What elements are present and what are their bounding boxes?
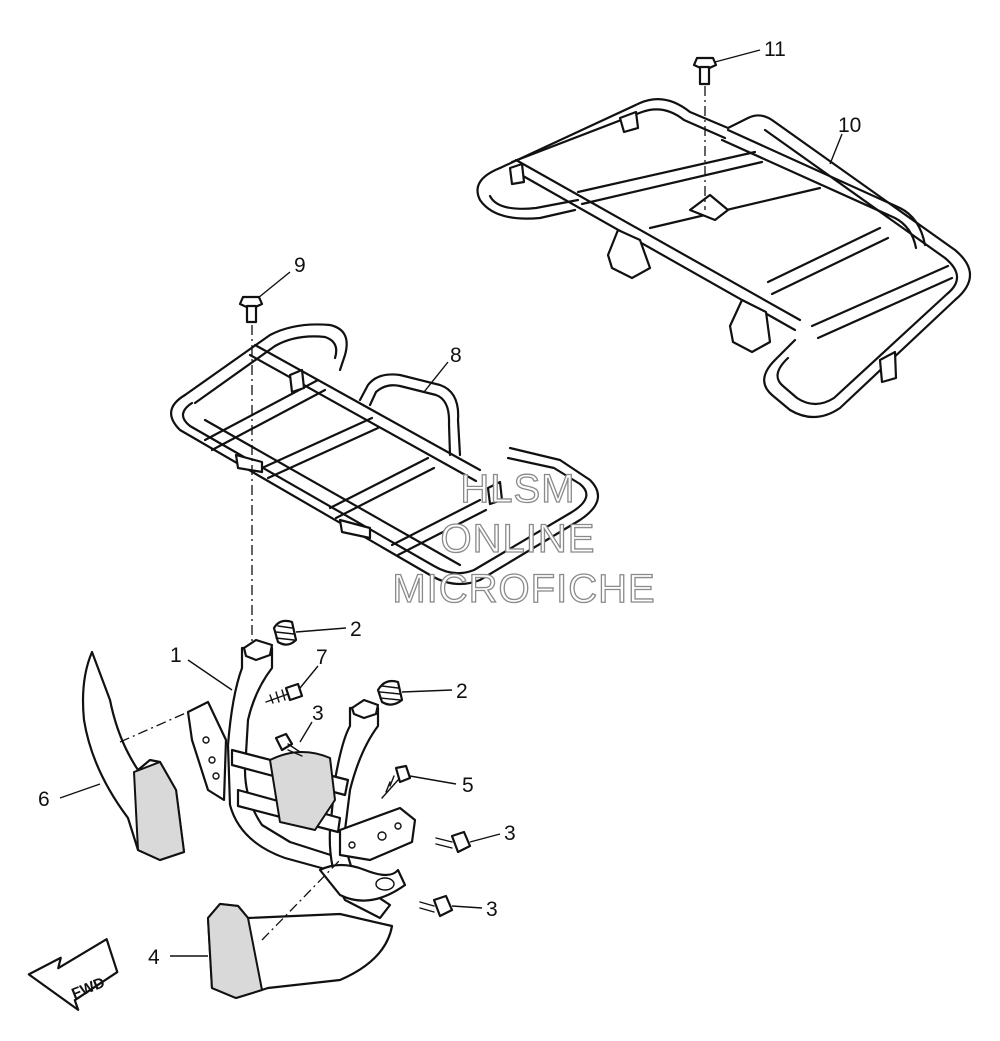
leader-lines [59,49,843,957]
bolt-part-3-middle[interactable] [435,830,472,854]
watermark-line-3: MICROFICHE [392,567,655,611]
callout-6: 6 [38,788,50,811]
front-carrier-part-8[interactable] [170,323,600,586]
callout-1: 1 [170,644,182,667]
callout-10: 10 [838,114,861,137]
grommet-part-2-upper[interactable] [272,619,298,646]
callout-3-middle: 3 [504,822,516,845]
rear-carrier-part-10[interactable] [476,98,971,419]
callout-2-upper: 2 [350,618,362,641]
side-guard-part-6[interactable] [81,650,189,862]
screw-part-7[interactable] [265,682,304,704]
callout-7: 7 [316,646,328,669]
callout-3-upper: 3 [312,702,324,725]
bolt-part-3-lower[interactable] [419,894,454,918]
watermark-line-2: ONLINE [441,517,596,561]
grommet-part-2-lower[interactable] [376,679,404,706]
callout-2-lower: 2 [456,680,468,703]
watermark: HLSM ONLINE MICROFICHE [392,466,656,611]
front-guard-part-1[interactable] [186,638,417,920]
front-guard-part-4[interactable] [206,859,394,1000]
bolt-part-3-upper[interactable] [274,732,303,757]
watermark-line-1: HLSM [460,467,575,511]
callout-9: 9 [294,254,306,277]
forward-direction-arrow: FWD [27,938,119,1011]
callout-4: 4 [148,946,160,969]
callout-11: 11 [764,38,786,61]
bolt-part-11[interactable] [692,56,718,210]
callout-8: 8 [450,344,462,367]
bolt-part-9[interactable] [238,295,264,645]
callout-3-lower: 3 [486,898,498,921]
callout-5: 5 [462,774,474,797]
screw-part-5[interactable] [381,764,412,799]
